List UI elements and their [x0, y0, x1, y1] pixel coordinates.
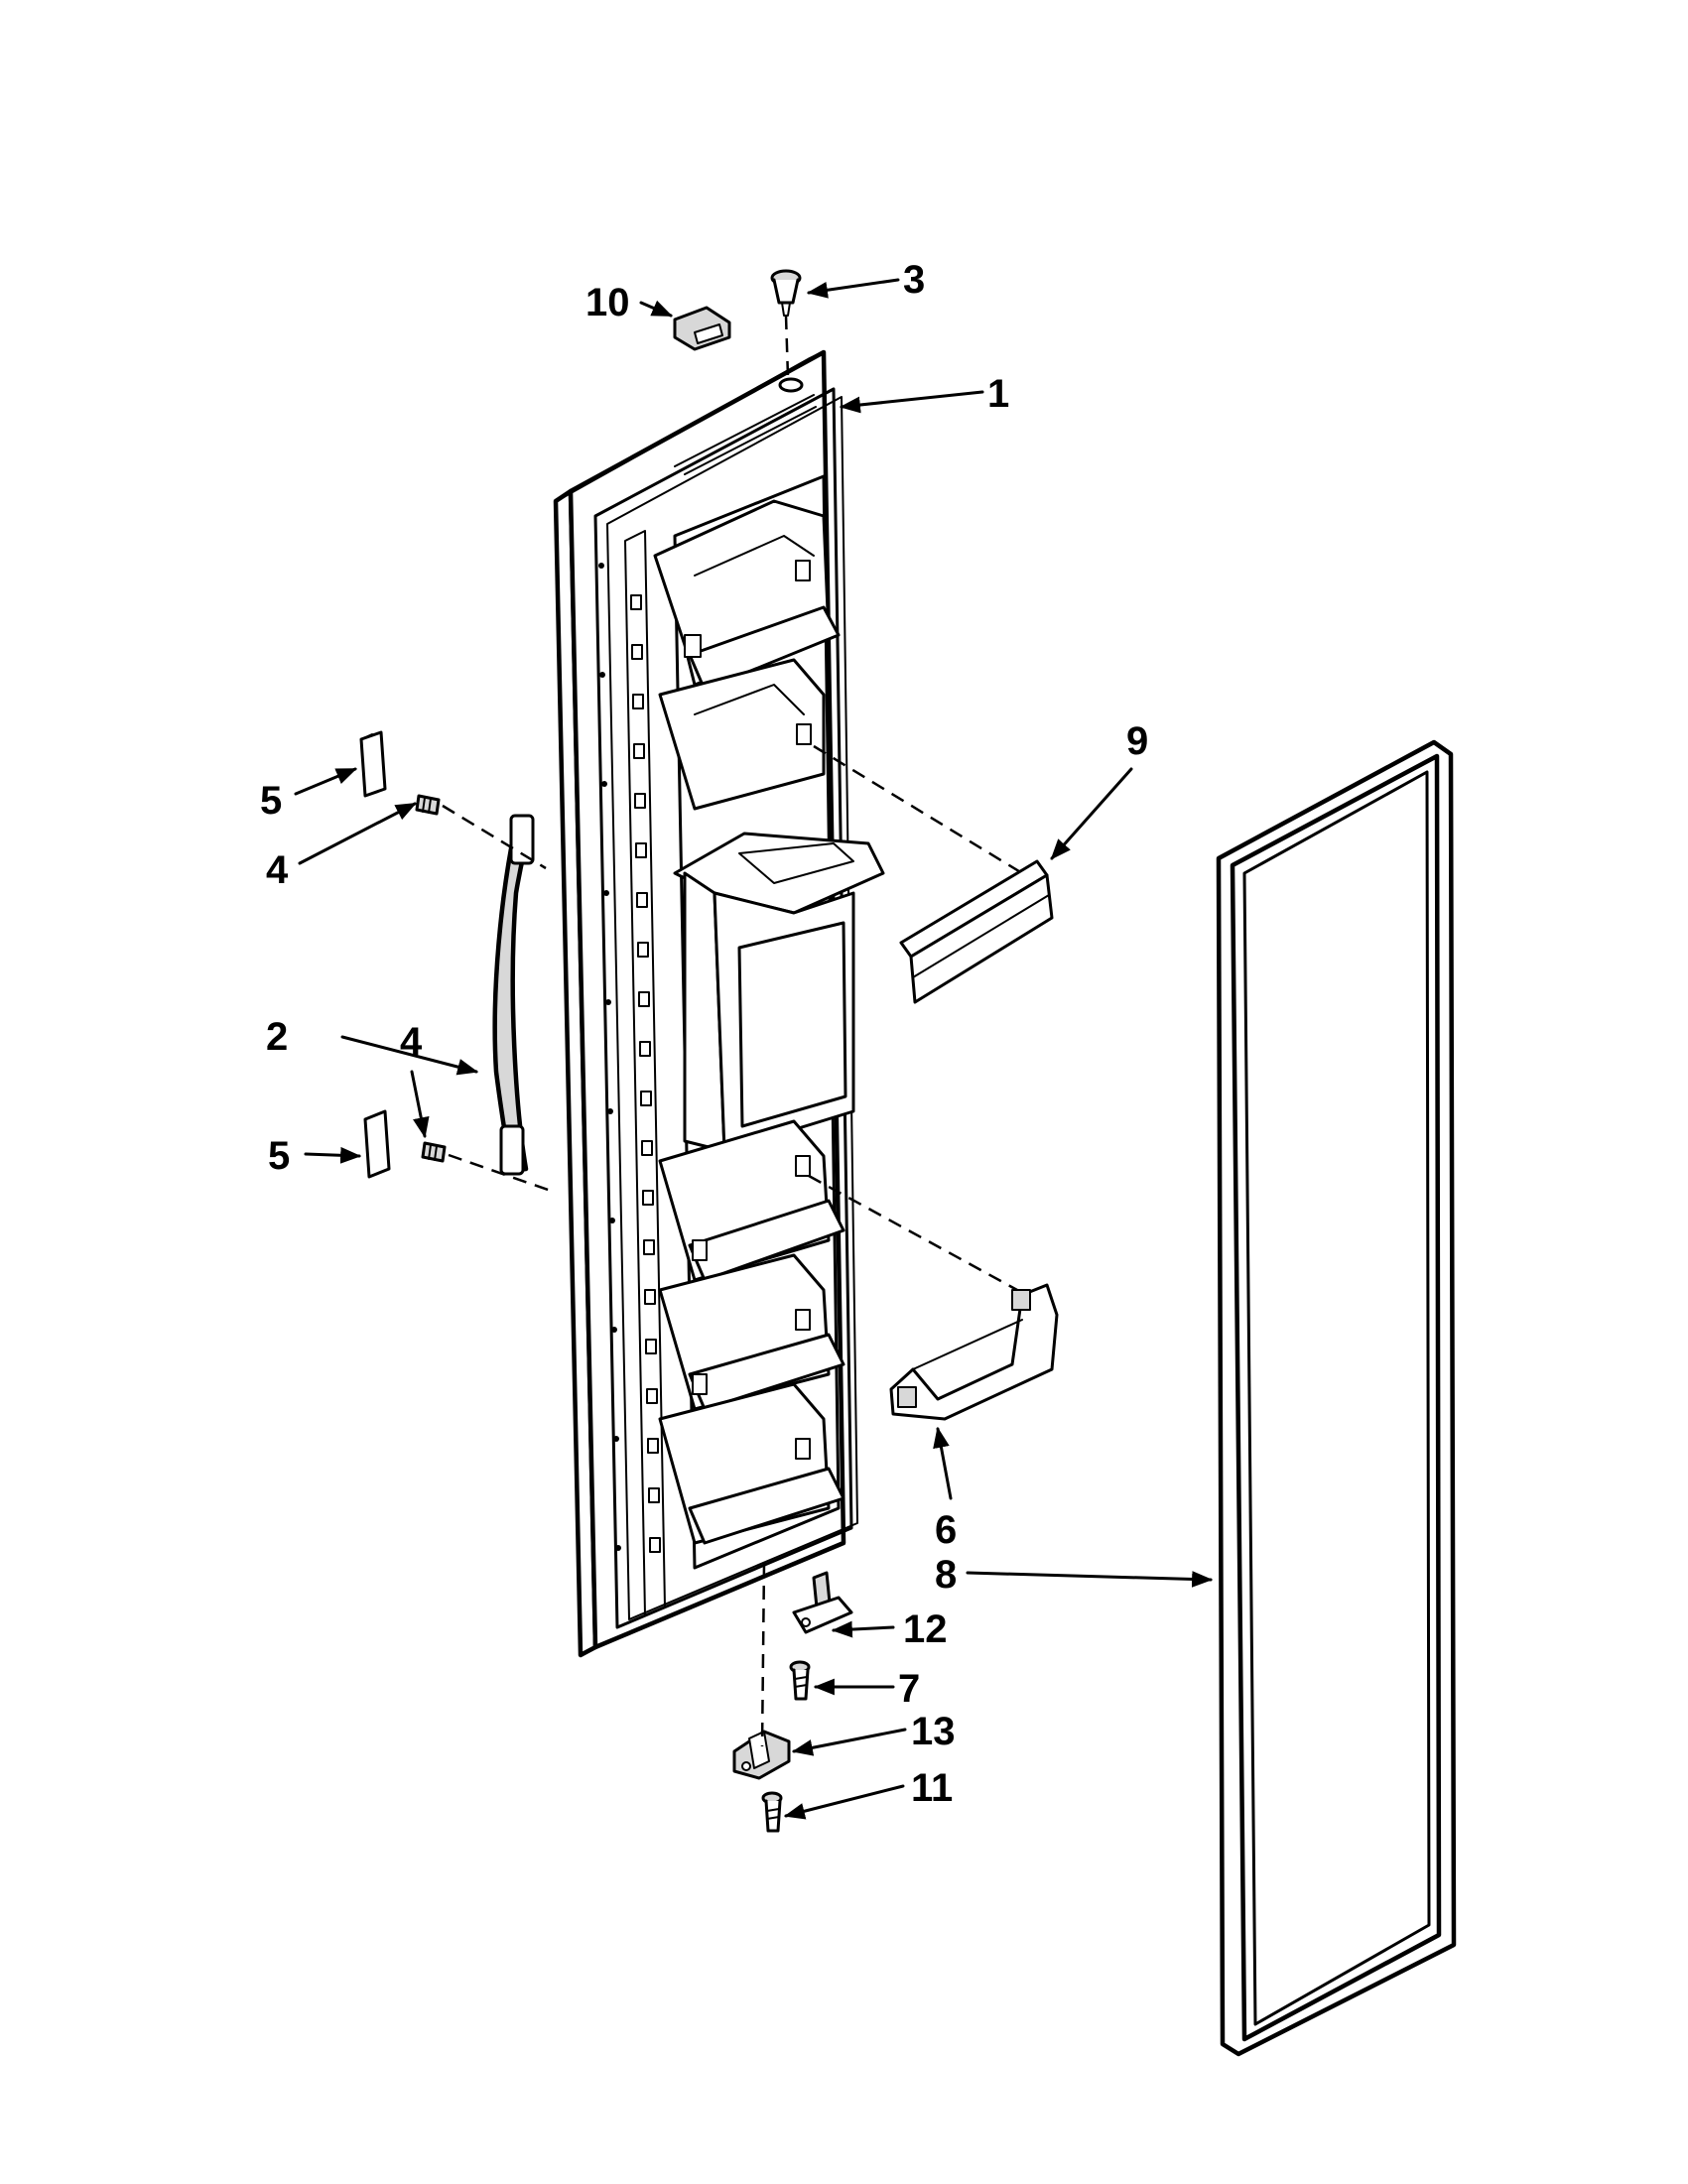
part-hinge-pin-top: [770, 269, 802, 317]
part-hinge-bracket: [732, 1730, 791, 1780]
part-rail: [899, 859, 1054, 1004]
leader-lines: [294, 278, 1214, 1820]
callout-10: 10: [585, 281, 630, 324]
part-bracket-screw: [761, 1791, 783, 1833]
part-hinge-screw: [789, 1660, 811, 1701]
assembly-lines: [442, 315, 1023, 1747]
callout-9: 9: [1126, 719, 1148, 763]
callout-5-lower: 5: [268, 1134, 290, 1178]
part-top-bracket: [673, 306, 731, 351]
part-handle: [492, 814, 535, 1176]
part-screw-upper: [415, 794, 441, 816]
callout-7: 7: [898, 1667, 920, 1711]
callout-6: 6: [935, 1508, 957, 1552]
callout-1: 1: [987, 372, 1009, 416]
callout-13: 13: [911, 1710, 956, 1753]
callout-11: 11: [911, 1766, 953, 1810]
callout-4-upper: 4: [266, 848, 289, 892]
part-screw-lower: [421, 1141, 447, 1163]
callout-8: 8: [935, 1553, 957, 1597]
part-handle-cap-upper: [359, 730, 387, 798]
part-lower-hinge: [792, 1571, 853, 1634]
part-door-bin: [889, 1283, 1059, 1421]
callout-5-upper: 5: [260, 779, 282, 823]
part-gasket: [1216, 739, 1457, 2057]
callout-3: 3: [903, 258, 925, 302]
callout-4-lower: 4: [400, 1020, 423, 1064]
part-door: [553, 349, 885, 1658]
callout-12: 12: [903, 1607, 948, 1651]
callout-2: 2: [266, 1015, 288, 1059]
part-handle-cap-lower: [363, 1109, 391, 1179]
